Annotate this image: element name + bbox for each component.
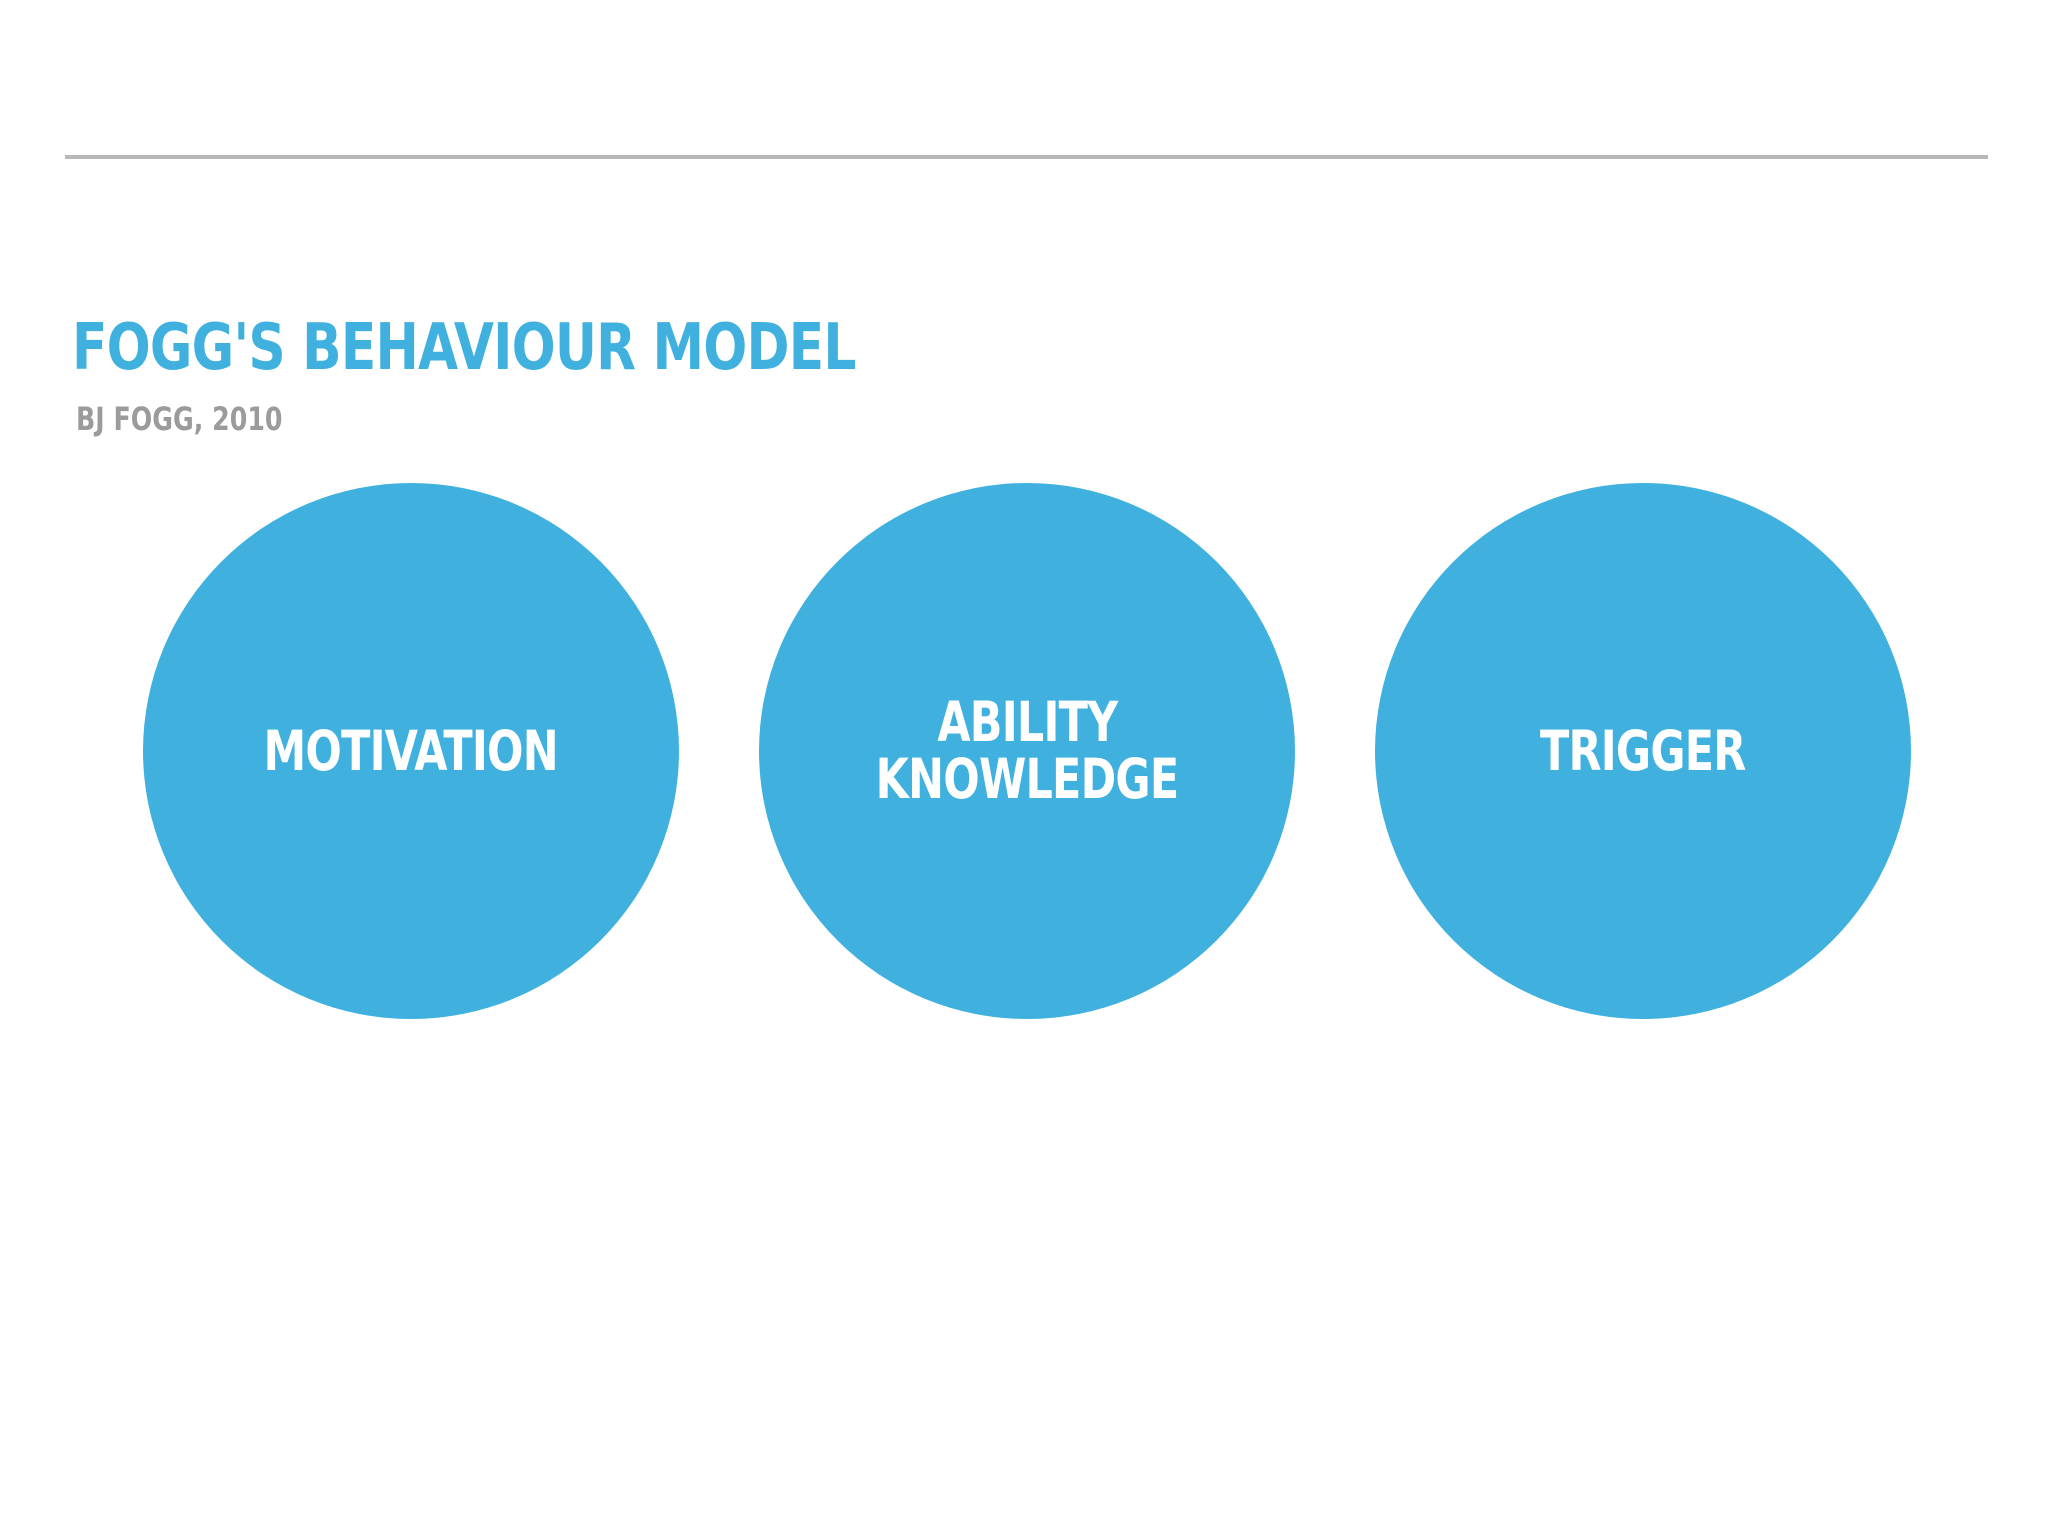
circle-ability-knowledge: ABILITY KNOWLEDGE [759, 483, 1295, 1019]
circle-motivation-label: MOTIVATION [263, 718, 559, 783]
circle-knowledge-label: KNOWLEDGE [875, 747, 1179, 811]
circle-trigger: TRIGGER [1375, 483, 1911, 1019]
circle-trigger-label: TRIGGER [1540, 718, 1746, 783]
circle-motivation: MOTIVATION [143, 483, 679, 1019]
slide-subtitle: BJ FOGG, 2010 [76, 400, 283, 438]
top-divider [65, 155, 1988, 159]
circle-ability-label: ABILITY [936, 690, 1118, 754]
slide-title: FOGG'S BEHAVIOUR MODEL [72, 311, 856, 385]
